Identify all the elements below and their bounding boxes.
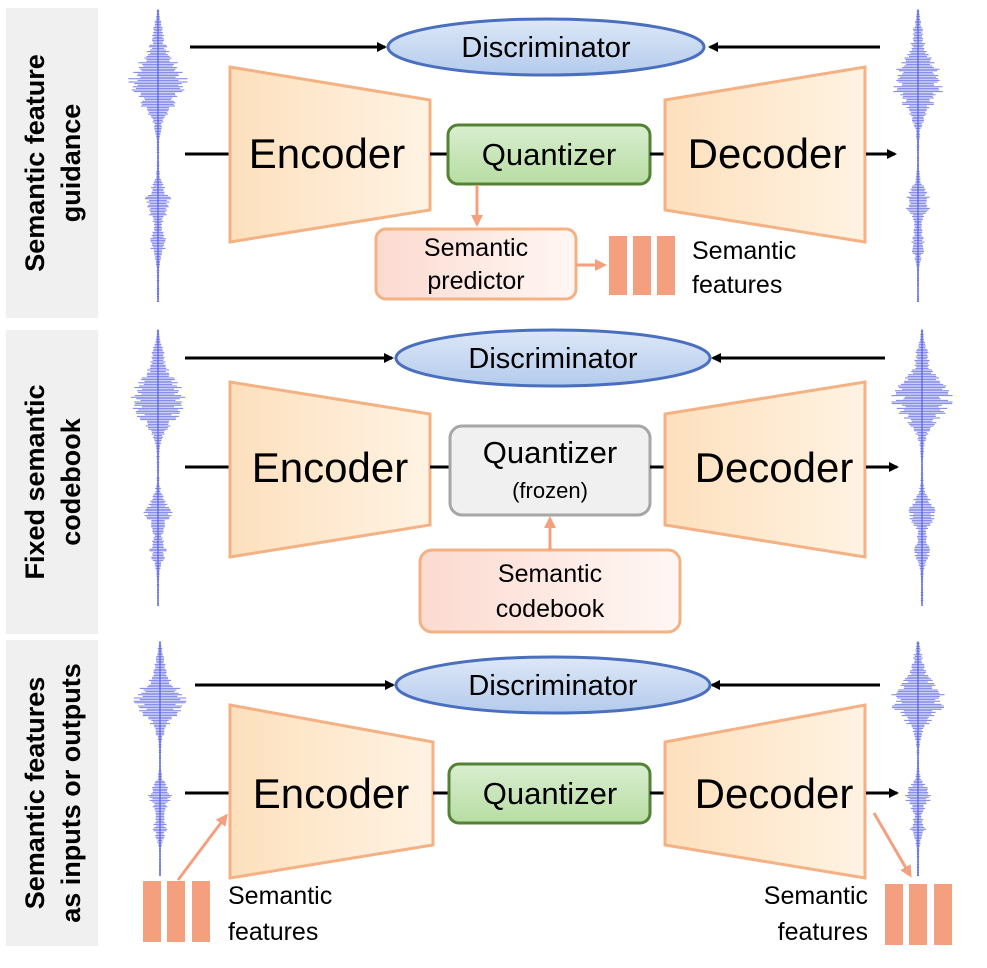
panel-side-label-line1: Semantic features (20, 677, 50, 910)
input-waveform (133, 641, 187, 877)
feature-bar (167, 881, 185, 942)
discriminator-label: Discriminator (468, 343, 638, 375)
feature-bar (633, 236, 651, 295)
quantizer-label: Quantizer (483, 435, 617, 470)
encoder-label: Encoder (253, 770, 409, 817)
input-waveform (128, 9, 188, 302)
input-semantic-features-bars (143, 881, 210, 942)
input-features-label-line2: features (228, 918, 318, 946)
panel-side-label-line2: as inputs or outputs (56, 663, 86, 923)
panel-label-background (6, 330, 98, 634)
panel-label-background (6, 8, 98, 318)
feature-bar (657, 236, 675, 295)
features-to-encoder-arrow (176, 813, 228, 881)
output-features-label-line2: features (778, 918, 868, 946)
encoder-label: Encoder (252, 444, 408, 491)
input-features-label-line1: Semantic (228, 882, 332, 910)
output-waveform (891, 329, 953, 606)
quantizer-label: Quantizer (483, 776, 617, 811)
feature-bar (609, 236, 627, 295)
panel-label-background (6, 640, 98, 946)
waveform-trace (891, 329, 953, 606)
panel-fixed-semantic-codebook: Fixed semantic codebook Discriminator En… (6, 328, 953, 634)
quantizer-label: Quantizer (482, 137, 616, 172)
feature-bar (143, 881, 161, 942)
discriminator-label: Discriminator (461, 32, 631, 64)
decoder-label: Decoder (695, 444, 854, 491)
decoder-block (663, 380, 867, 559)
panel-side-label-line2: guidance (56, 104, 86, 223)
discriminator-ellipse (386, 17, 706, 77)
semantic-codebook-label-line1: Semantic (498, 560, 602, 588)
feature-bar (192, 881, 210, 942)
discriminator-ellipse (394, 328, 712, 388)
semantic-features-label-line1: Semantic (692, 237, 796, 265)
discriminator-ellipse (394, 655, 712, 715)
semantic-predictor-label-line1: Semantic (424, 234, 528, 262)
semantic-features-label-line2: features (692, 271, 782, 299)
semantic-codebook-label-line2: codebook (496, 595, 605, 623)
output-waveform (891, 641, 945, 877)
encoder-block (228, 65, 432, 244)
frozen-quantizer-block (448, 424, 652, 517)
encoder-block (228, 703, 435, 880)
waveform-trace (893, 9, 943, 302)
decoder-label: Decoder (688, 130, 847, 177)
discriminator-label: Discriminator (468, 670, 638, 702)
waveform-trace (133, 641, 187, 877)
feature-bar (909, 884, 927, 945)
semantic-features-bars (609, 236, 675, 295)
decoder-block (663, 65, 867, 244)
panel-semantic-feature-guidance: Semantic feature guidance Discriminator … (6, 8, 943, 318)
decoder-to-features-arrow (872, 812, 912, 878)
waveform-trace (128, 9, 188, 302)
decoder-block (663, 703, 867, 880)
output-waveform (893, 9, 943, 302)
input-waveform (130, 329, 186, 606)
panel-semantic-features-io: Semantic features as inputs or outputs D… (6, 640, 952, 946)
frozen-note: (frozen) (512, 478, 588, 503)
feature-bar (885, 884, 903, 945)
panel-side-label-line1: Fixed semantic (20, 384, 50, 579)
feature-bar (934, 884, 952, 945)
encoder-label: Encoder (249, 130, 405, 177)
panel-side-label-line2: codebook (56, 417, 86, 545)
waveform-trace (891, 641, 945, 877)
waveform-trace (130, 329, 186, 606)
panel-side-label-line1: Semantic feature (20, 54, 50, 272)
output-features-label-line1: Semantic (764, 882, 868, 910)
decoder-label: Decoder (695, 770, 854, 817)
output-semantic-features-bars (885, 884, 952, 945)
semantic-predictor-label-line2: predictor (427, 267, 524, 295)
encoder-block (228, 380, 432, 559)
